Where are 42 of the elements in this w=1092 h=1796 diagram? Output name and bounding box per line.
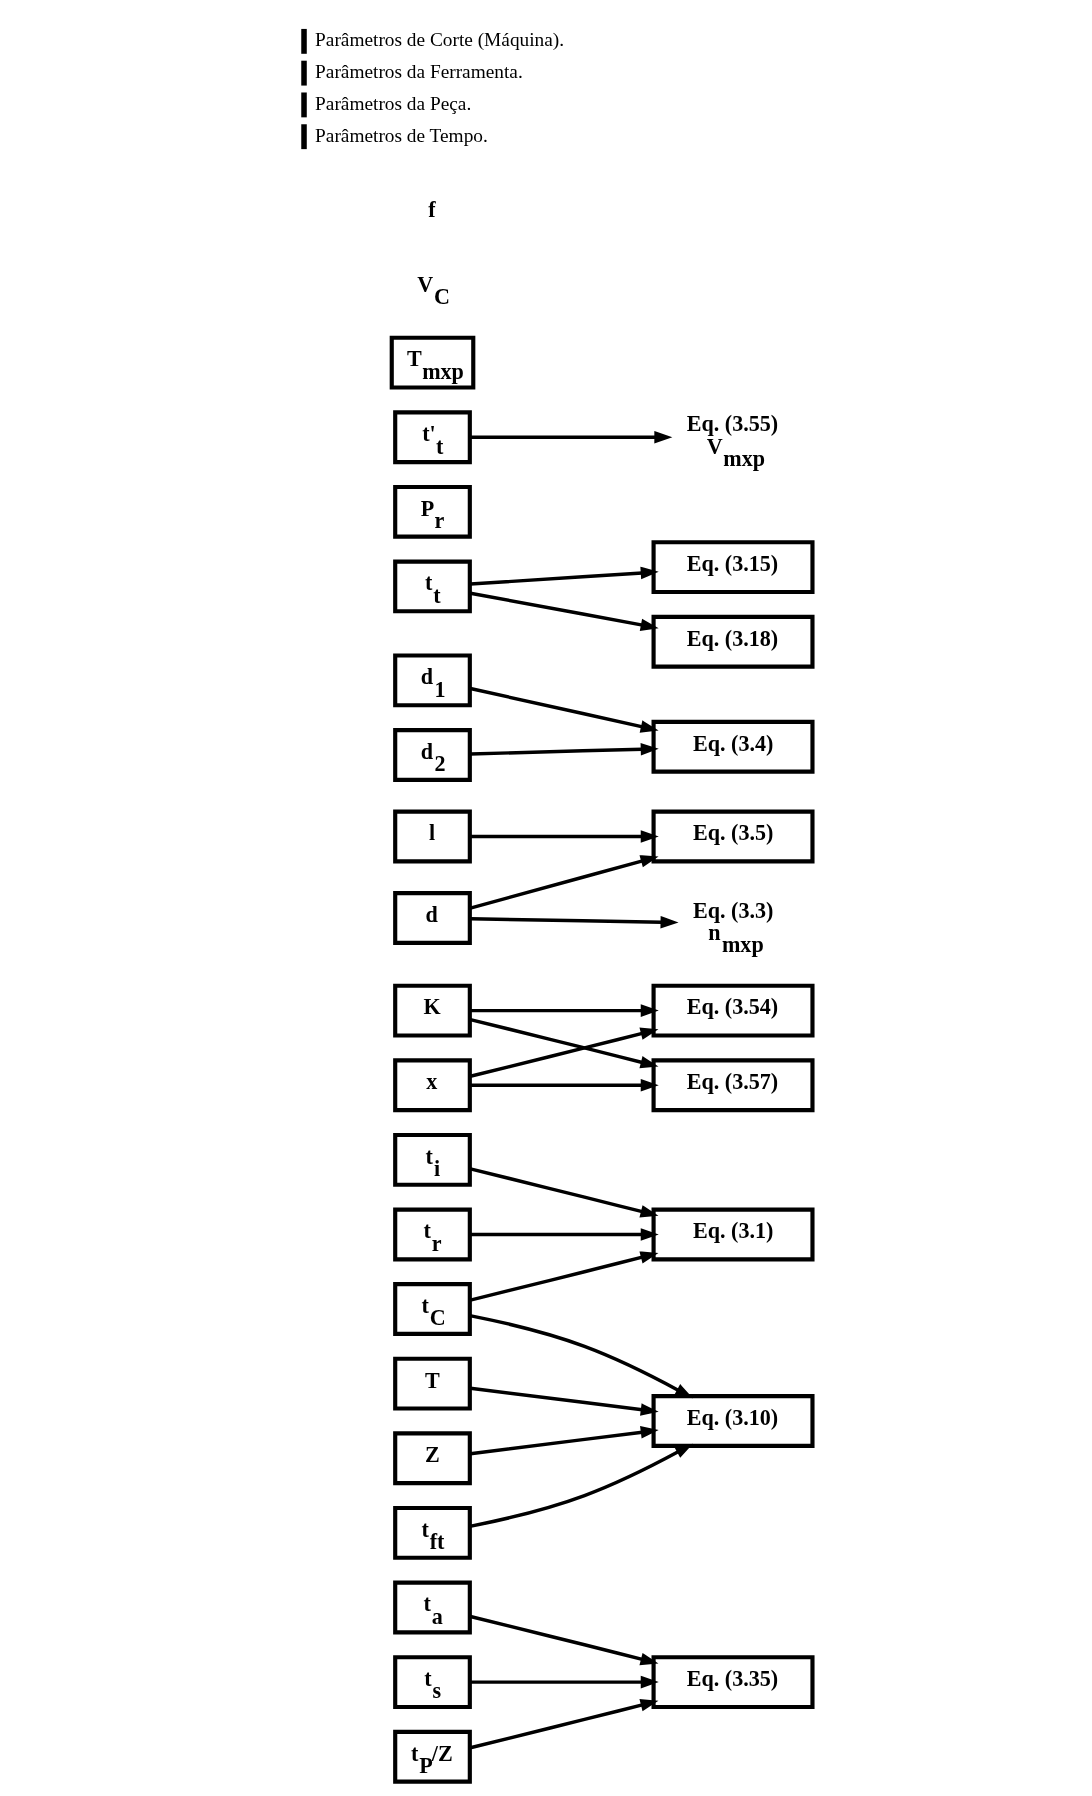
- arrow: [469, 1426, 659, 1456]
- arrow: [469, 1443, 693, 1529]
- arrow: [469, 1017, 658, 1069]
- legend-label: Parâmetros de Tempo.: [314, 124, 488, 146]
- legend-label: Parâmetros da Ferramenta.: [314, 61, 523, 83]
- arrow: [469, 1675, 659, 1689]
- node-box: Eq. (3.35): [651, 1655, 815, 1710]
- arrow: [469, 1699, 658, 1750]
- arrow: [469, 591, 659, 632]
- node-box: Eq. (3.5): [651, 809, 815, 864]
- arrow: [469, 1167, 658, 1218]
- arrow: [469, 830, 659, 843]
- node-box: Eq. (3.4): [651, 719, 815, 774]
- arrow: [469, 855, 659, 910]
- arrow: [469, 1614, 658, 1666]
- arrow: [469, 686, 659, 733]
- arrow: [469, 1004, 659, 1017]
- arrow: [469, 1027, 658, 1078]
- node-box: d: [392, 891, 472, 945]
- arrow: [469, 566, 659, 586]
- node-box: Eq. (3.10): [651, 1394, 815, 1448]
- arrow: [469, 742, 659, 756]
- arrow: [469, 1386, 659, 1416]
- node-box: Z: [392, 1431, 472, 1486]
- arrow: [469, 1078, 659, 1092]
- legend-label: Parâmetros de Corte (Máquina).: [314, 29, 564, 51]
- arrow: [469, 430, 672, 444]
- node-box: Eq. (3.1): [651, 1207, 815, 1262]
- node-box: Eq. (3.15): [651, 540, 815, 595]
- legend-label: Parâmetros da Peça.: [314, 93, 471, 115]
- arrow: [469, 1228, 659, 1241]
- node-box: T: [392, 1356, 472, 1411]
- node-box: Eq. (3.57): [651, 1058, 815, 1113]
- arrow: [469, 1251, 658, 1302]
- node-box: l: [392, 809, 472, 864]
- node-box: Eq. (3.54): [651, 983, 815, 1038]
- arrow: [469, 915, 679, 929]
- node-box: K: [392, 983, 472, 1038]
- node-box: x: [392, 1058, 472, 1113]
- arrow: [469, 1313, 693, 1399]
- label: f: [427, 197, 436, 223]
- node-box: Eq. (3.18): [651, 614, 815, 669]
